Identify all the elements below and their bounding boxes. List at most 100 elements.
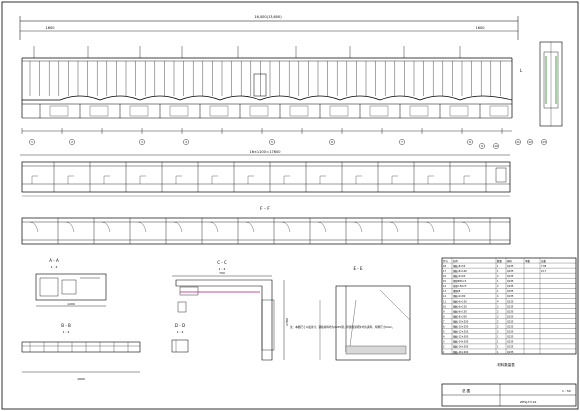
- plan-bracket: [175, 175, 182, 184]
- table-cell: 1: [497, 336, 499, 339]
- table-cell: 1: [497, 265, 499, 268]
- callout-circle: [527, 139, 533, 145]
- table-cell: Q235: [507, 341, 514, 344]
- section-ff-title: F - F: [260, 206, 270, 212]
- elevation-panel: [89, 105, 109, 117]
- callout-number: 9: [481, 144, 483, 148]
- dd-title: D - D: [175, 323, 185, 328]
- table-cell: 2: [497, 275, 499, 278]
- table-cell: 2: [497, 285, 499, 288]
- table-cell: 7: [443, 320, 445, 323]
- plan-bracket: [211, 175, 218, 184]
- ff-gusset: [29, 221, 39, 233]
- table-title: 材料数量表: [497, 362, 515, 367]
- table-cell: 15.7: [541, 270, 547, 273]
- cc-height-dim: 2780: [285, 318, 289, 326]
- table-cell: 9: [443, 310, 445, 313]
- callout-circle: [399, 139, 405, 145]
- table-cell: 钢板-8×150: [453, 309, 467, 313]
- callout-number: 1: [31, 140, 33, 144]
- table-cell: Q235: [507, 320, 514, 323]
- section-ff: F - F: [21, 206, 511, 245]
- title-block-left: 总 图: [462, 388, 471, 393]
- callout-circle: [69, 139, 75, 145]
- table-cell: Q235: [507, 351, 514, 354]
- bb-base-dim: 1600: [77, 377, 85, 381]
- ff-gusset: [353, 221, 363, 233]
- detail-bb: B - B 1 : 4 1600: [21, 323, 141, 381]
- bb-scale: 1 : 4: [63, 330, 70, 334]
- table-cell: 2: [497, 305, 499, 308]
- plan-length-label: 16×1100＝17600: [250, 150, 281, 154]
- ee-title: E - E: [353, 266, 363, 271]
- table-header-cell: 总重: [541, 259, 546, 263]
- table-cell: 钢板-6×60: [453, 274, 466, 278]
- elevation-panel: [169, 105, 189, 117]
- main-elevation: [21, 46, 513, 119]
- table-cell: Q235: [507, 280, 514, 283]
- elevation-panel: [129, 105, 149, 117]
- table-cell: 钢板-16×400: [453, 350, 469, 354]
- callout-circle: [479, 143, 485, 149]
- table-cell: 17: [443, 270, 447, 273]
- table-cell: Q235: [507, 346, 514, 349]
- table-header-cell: 名称: [453, 259, 458, 263]
- plan-bracket: [247, 175, 254, 184]
- aa-title: A - A: [49, 258, 59, 263]
- ff-gusset: [317, 221, 327, 233]
- plan-bracket: [319, 175, 326, 184]
- callout-circle: [467, 139, 473, 145]
- cc-scale: 1 : 4: [219, 267, 226, 271]
- table-cell: 钢板-8×200: [453, 314, 467, 318]
- aa-base-dim: 1200: [67, 302, 75, 306]
- top-dimension: 16,000(13,600) 1600 1600: [19, 15, 519, 40]
- table-cell: 18: [443, 265, 447, 268]
- cc-width-dim: 700: [219, 271, 225, 275]
- table-cell: Q235: [507, 331, 514, 334]
- table-cell: 1: [497, 346, 499, 349]
- callout-number: 10: [494, 144, 498, 148]
- callout-number: 11: [516, 140, 520, 144]
- table-cell: 8: [443, 315, 445, 318]
- elevation-dimension-row: [21, 128, 512, 134]
- table-cell: 1: [497, 290, 499, 293]
- table-cell: 7.85: [541, 265, 547, 268]
- table-cell: 14: [443, 285, 447, 288]
- table-cell: 钢板-6×120: [453, 304, 467, 308]
- dd-scale: 1 : 4: [177, 330, 184, 334]
- plan-bracket: [391, 175, 398, 184]
- elevation-panel: [329, 105, 349, 117]
- table-cell: Q235: [507, 336, 514, 339]
- table-cell: 15: [443, 280, 447, 283]
- callout-circle: [493, 143, 499, 149]
- callout-number: 5: [271, 140, 273, 144]
- table-cell: 11: [443, 300, 447, 303]
- table-cell: 钢板-10×200: [453, 319, 469, 323]
- table-cell: 1: [497, 280, 499, 283]
- table-cell: Q235: [507, 295, 514, 298]
- plan-bracket: [103, 175, 110, 184]
- detail-aa: A - A 1 : 4 1200: [35, 258, 107, 307]
- callout-number: 4: [185, 140, 187, 144]
- callout-circle: [515, 139, 521, 145]
- callout-circle: [329, 139, 335, 145]
- title-block-code: ZHSJ-T-T-01: [520, 400, 537, 404]
- table-cell: 1: [443, 351, 445, 354]
- table-cell: 16: [443, 275, 447, 278]
- aa-scale: 1 : 4: [51, 265, 58, 269]
- end-view: L: [520, 41, 563, 127]
- ff-gusset: [245, 221, 255, 233]
- detail-ee: E - E: [319, 266, 411, 361]
- plan-bracket: [67, 175, 74, 184]
- table-cell: 2: [497, 320, 499, 323]
- plan-bracket: [31, 175, 38, 184]
- detail-dd: D - D 1 : 4: [171, 323, 189, 353]
- table-cell: Q235: [507, 265, 514, 268]
- table-cell: 1: [497, 270, 499, 273]
- plan-view: 16×1100＝17600: [20, 150, 511, 197]
- table-cell: Q235: [507, 305, 514, 308]
- table-cell: Q235: [507, 290, 514, 293]
- table-cell: 钢板-14×300: [453, 340, 469, 344]
